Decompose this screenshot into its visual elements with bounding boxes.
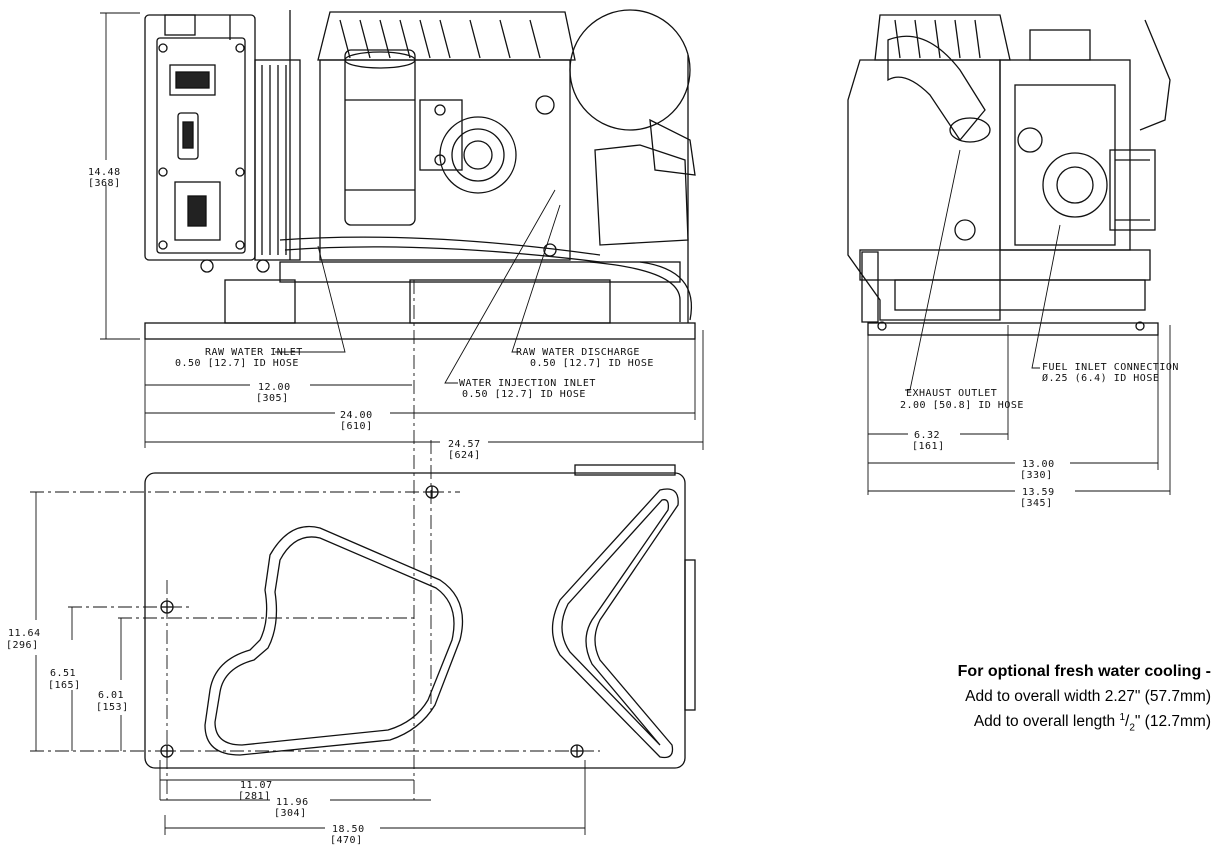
dim-2457-mm: [624] — [448, 450, 481, 461]
right-belt-loop — [551, 488, 679, 759]
side-dimensions — [867, 149, 1171, 495]
switch-icon — [177, 112, 199, 160]
raw-water-discharge-hose: 0.50 [12.7] ID HOSE — [530, 358, 654, 369]
side-dim-labels: FUEL INLET CONNECTION Ø.25 (6.4) ID HOSE… — [900, 362, 1179, 509]
fresh-water-note-title: For optional fresh water cooling - — [957, 663, 1211, 680]
engine-body — [319, 59, 571, 261]
side-engine-body — [847, 59, 1001, 321]
raw-water-inlet-label: RAW WATER INLET — [205, 347, 303, 358]
dim-632-mm: [161] — [912, 441, 945, 452]
dim-24-label: 24.00 — [340, 410, 373, 421]
dim-1850-label: 18.50 — [332, 824, 365, 835]
front-view — [144, 9, 696, 340]
dim-height-mm: [368] — [88, 178, 121, 189]
side-base-plate — [867, 322, 1159, 336]
dim-651-label: 6.51 — [50, 668, 76, 679]
top-view — [144, 464, 696, 769]
alternator — [344, 49, 416, 226]
water-injection-label: WATER INJECTION INLET — [459, 378, 596, 389]
raw-water-discharge-label: RAW WATER DISCHARGE — [516, 347, 640, 358]
exhaust-outlet-hose: 2.00 [50.8] ID HOSE — [900, 400, 1024, 411]
dim-2457-label: 24.57 — [448, 439, 481, 450]
front-dimensions — [100, 12, 704, 800]
fresh-water-note-length: Add to overall length 1/2" (12.7mm) — [973, 712, 1211, 734]
dim-height-label: 14.48 — [88, 167, 121, 178]
dim-1107-label: 11.07 — [240, 780, 273, 791]
dim-1359-mm: [345] — [1020, 498, 1053, 509]
exhaust-elbow-side — [887, 35, 986, 142]
dim-12-mm: [305] — [256, 393, 289, 404]
side-pulley — [1042, 152, 1108, 218]
dim-632-label: 6.32 — [914, 430, 940, 441]
dim-1196-mm: [304] — [274, 808, 307, 819]
breaker-icon — [174, 181, 221, 241]
front-dim-labels: 14.48 [368] RAW WATER INLET 0.50 [12.7] … — [88, 167, 654, 461]
dim-1107-mm: [281] — [238, 791, 271, 802]
exhaust-elbow — [569, 9, 691, 131]
exhaust-box — [594, 144, 689, 246]
dim-1300-mm: [330] — [1020, 470, 1053, 481]
top-dimensions — [30, 491, 600, 835]
dim-601-mm: [153] — [96, 702, 129, 713]
top-base-outline — [144, 472, 686, 769]
dim-1300-label: 13.00 — [1022, 459, 1055, 470]
side-view — [847, 14, 1171, 336]
dim-1164-label: 11.64 — [8, 628, 41, 639]
top-dim-labels: 11.64 [296] 6.51 [165] 6.01 [153] 11.07 … — [6, 628, 365, 846]
engine-top-cover — [317, 11, 576, 61]
water-injection-hose: 0.50 [12.7] ID HOSE — [462, 389, 586, 400]
front-base-plate — [144, 322, 696, 340]
dim-601-label: 6.01 — [98, 690, 124, 701]
display-icon — [169, 64, 216, 96]
exhaust-outlet-label: EXHAUST OUTLET — [906, 388, 997, 399]
dim-12-label: 12.00 — [258, 382, 291, 393]
dim-24-mm: [610] — [340, 421, 373, 432]
raw-water-inlet-hose: 0.50 [12.7] ID HOSE — [175, 358, 299, 369]
fuel-inlet-hose: Ø.25 (6.4) ID HOSE — [1042, 372, 1159, 384]
fresh-water-note-width: Add to overall width 2.27" (57.7mm) — [965, 688, 1211, 705]
dim-651-mm: [165] — [48, 680, 81, 691]
dim-1850-mm: [470] — [330, 835, 363, 846]
fuel-inlet-label: FUEL INLET CONNECTION — [1042, 362, 1179, 373]
dim-1359-label: 13.59 — [1022, 487, 1055, 498]
dim-1164-mm: [296] — [6, 640, 39, 651]
dim-1196-label: 11.96 — [276, 797, 309, 808]
left-belt-loop — [204, 525, 464, 756]
